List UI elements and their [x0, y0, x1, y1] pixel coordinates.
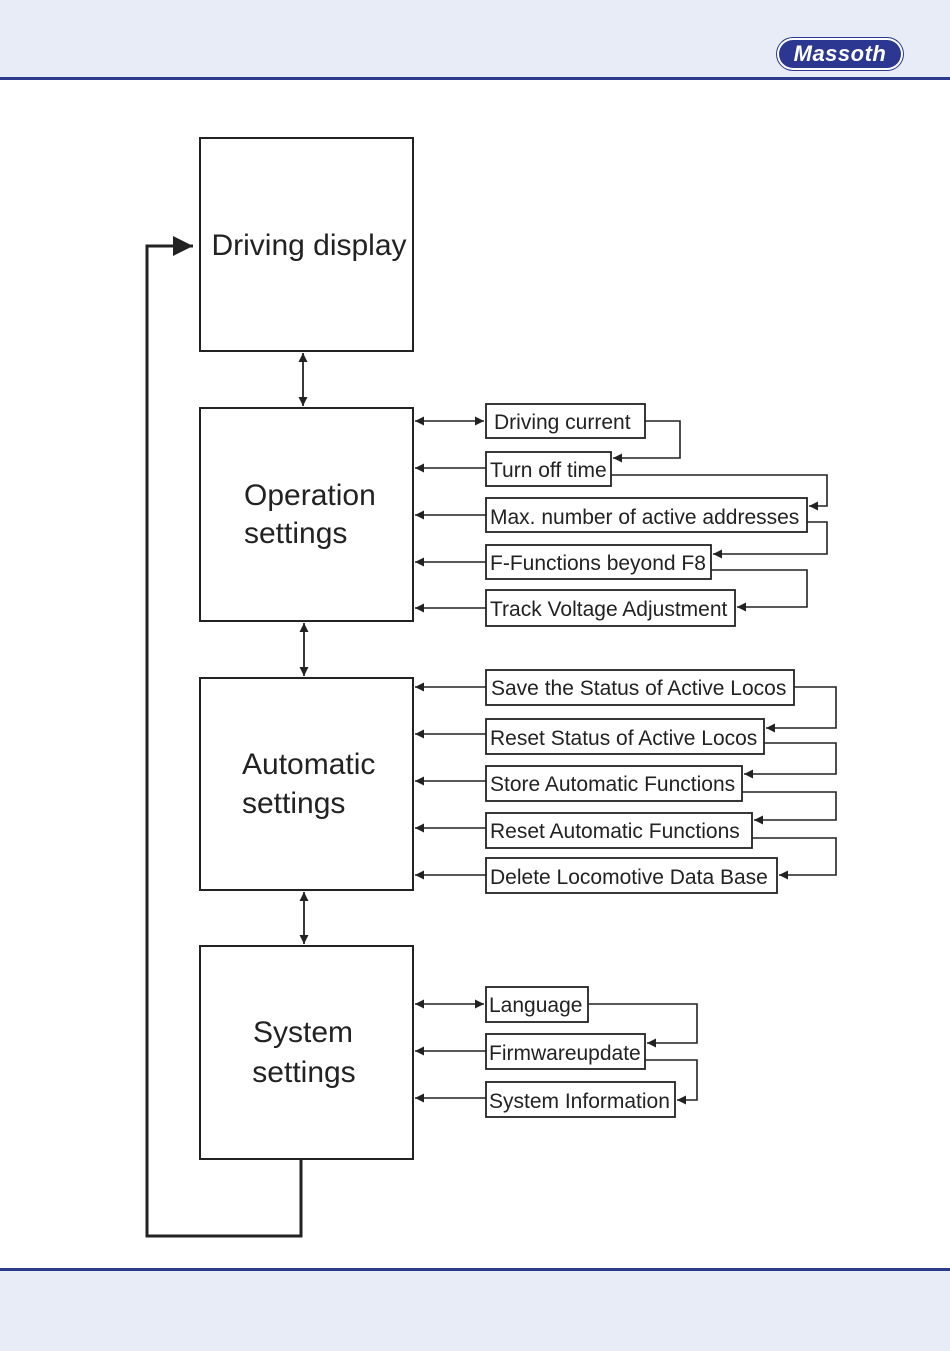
item-system-information: System Information [489, 1090, 670, 1113]
footer-band [0, 1268, 950, 1351]
operation-items: Driving current Turn off time Max. numbe… [485, 403, 808, 627]
operation-label-line2: settings [244, 517, 347, 550]
system-settings-box: System settings [199, 945, 414, 1160]
item-language: Language [489, 994, 582, 1017]
main-connectors [298, 353, 309, 944]
operation-label-line1: Operation [244, 479, 376, 512]
item-f-functions: F-Functions beyond F8 [490, 552, 706, 575]
item-firmwareupdate: Firmwareupdate [489, 1042, 641, 1065]
operation-settings-box: Operation settings [199, 407, 414, 622]
massoth-logo: Massoth [779, 40, 901, 68]
item-turn-off-time: Turn off time [490, 459, 607, 482]
automatic-settings-box: Automatic settings [199, 677, 414, 891]
item-delete-loco-db: Delete Locomotive Data Base [490, 866, 768, 889]
item-track-voltage: Track Voltage Adjustment [490, 598, 728, 621]
automatic-connectors [415, 682, 837, 880]
item-max-active-addresses: Max. number of active addresses [490, 506, 799, 529]
return-loop-arrow [145, 236, 303, 1238]
operation-connectors [415, 416, 828, 613]
automatic-items: Save the Status of Active Locos Reset St… [485, 669, 795, 894]
item-save-status: Save the Status of Active Locos [491, 677, 786, 700]
system-connectors [415, 999, 698, 1105]
driving-display-label: Driving display [211, 229, 406, 262]
item-store-auto-functions: Store Automatic Functions [490, 773, 735, 796]
driving-display-box: Driving display [199, 137, 414, 352]
item-reset-auto-functions: Reset Automatic Functions [490, 820, 740, 843]
system-items: Language Firmwareupdate System Informati… [485, 986, 676, 1118]
system-label-line2: settings [252, 1056, 355, 1089]
system-label-line1: System [253, 1016, 353, 1049]
item-driving-current: Driving current [494, 411, 631, 434]
automatic-label-line2: settings [242, 787, 345, 820]
item-reset-status: Reset Status of Active Locos [490, 727, 757, 750]
header-band: Massoth [0, 0, 950, 80]
automatic-label-line1: Automatic [242, 748, 375, 781]
